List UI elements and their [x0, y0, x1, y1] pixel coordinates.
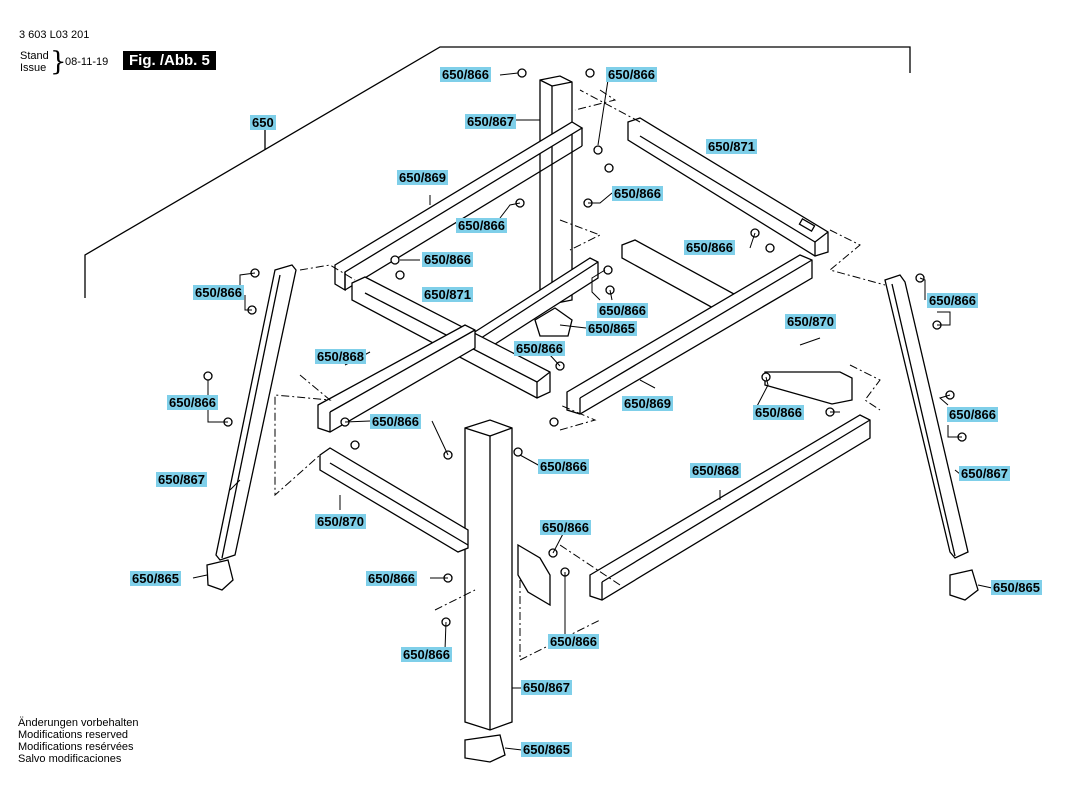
fasteners: [203, 68, 967, 627]
issue-date: 08-11-19: [65, 56, 109, 68]
callout-label: 650/866: [193, 285, 244, 300]
footer-notes: Änderungen vorbehalten Modifications res…: [18, 717, 138, 765]
stand-label: Stand: [20, 50, 49, 62]
callout-label: 650/866: [947, 407, 998, 422]
callout-label: 650/867: [959, 466, 1010, 481]
callout-label: 650/870: [785, 314, 836, 329]
callout-label: 650/866: [167, 395, 218, 410]
foot-front: [464, 734, 506, 763]
callout-label: 650/866: [456, 218, 507, 233]
callout-label: 650/866: [401, 647, 452, 662]
callout-label: 650/870: [315, 514, 366, 529]
callout-label: 650: [250, 115, 276, 130]
callout-label: 650/867: [521, 680, 572, 695]
callout-label: 650/866: [606, 67, 657, 82]
callout-label: 650/866: [440, 67, 491, 82]
leg-front: [464, 419, 513, 731]
callout-label: 650/866: [366, 571, 417, 586]
leg-left: [215, 264, 297, 561]
leg-right: [884, 274, 969, 559]
corner-bracket: [517, 543, 551, 607]
foot-center: [534, 307, 573, 337]
brace-symbol: }: [50, 47, 67, 77]
callout-label: 650/866: [597, 303, 648, 318]
callout-label: 650/866: [548, 634, 599, 649]
callout-label: 650/869: [397, 170, 448, 185]
issue-label: Issue: [20, 62, 47, 74]
rail-back-right: [627, 117, 829, 257]
assembly-lines: [274, 89, 886, 661]
callout-label: 650/866: [538, 459, 589, 474]
callout-label: 650/865: [521, 742, 572, 757]
callout-label: 650/868: [315, 349, 366, 364]
rail-bottom-left: [319, 447, 469, 553]
callout-label: 650/871: [706, 139, 757, 154]
callout-label: 650/866: [422, 252, 473, 267]
callout-label: 650/865: [586, 321, 637, 336]
footer-line: Modifications reserved: [18, 729, 129, 741]
foot-right: [949, 569, 979, 601]
callout-label: 650/868: [690, 463, 741, 478]
callout-label: 650/866: [684, 240, 735, 255]
footer-line: Änderungen vorbehalten: [18, 717, 139, 729]
callout-label: 650/867: [465, 114, 516, 129]
document-number: 3 603 L03 201: [19, 29, 90, 41]
callout-label: 650/869: [622, 396, 673, 411]
foot-left: [206, 559, 234, 591]
callout-label: 650/866: [612, 186, 663, 201]
rail-lower-right: [764, 371, 853, 405]
assembly-bracket: [84, 46, 911, 298]
callout-label: 650/867: [156, 472, 207, 487]
footer-line: Salvo modificaciones: [18, 753, 122, 765]
callout-label: 650/866: [514, 341, 565, 356]
rail-front-right: [566, 254, 813, 415]
callout-label: 650/866: [753, 405, 804, 420]
callout-label: 650/866: [370, 414, 421, 429]
callout-label: 650/866: [540, 520, 591, 535]
rail-bottom-right: [589, 414, 871, 601]
footer-line: Modifications resérvées: [18, 741, 134, 753]
callout-label: 650/865: [130, 571, 181, 586]
figure-label: Fig. /Abb. 5: [123, 51, 216, 70]
rail-lower-left: [317, 324, 476, 433]
callout-label: 650/871: [422, 287, 473, 302]
callout-label: 650/866: [927, 293, 978, 308]
leg-back: [539, 75, 573, 305]
callout-label: 650/865: [991, 580, 1042, 595]
